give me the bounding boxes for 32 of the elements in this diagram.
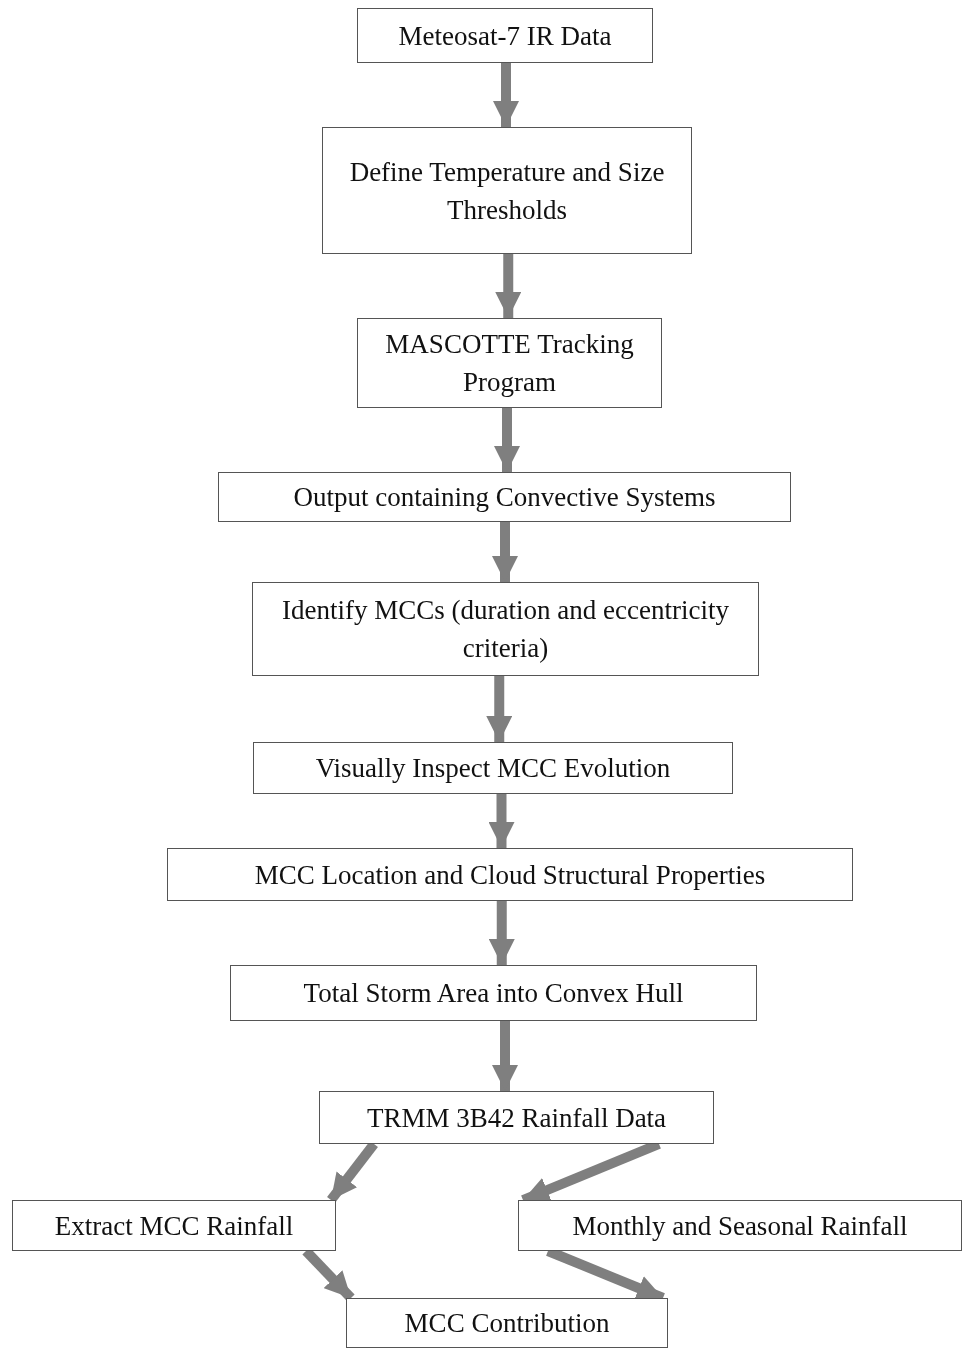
process-box — [357, 318, 662, 408]
arrow — [488, 901, 515, 965]
process-box — [230, 965, 757, 1021]
process-box — [518, 1200, 962, 1251]
box-label: Extract MCC Rainfall — [54, 1209, 294, 1243]
box-label: Meteosat-7 IR Data — [398, 19, 612, 53]
process-box — [319, 1091, 714, 1144]
process-box — [322, 127, 692, 254]
arrow — [492, 1021, 518, 1091]
box-label: MCC Contribution — [404, 1307, 610, 1340]
arrow — [488, 794, 515, 848]
box-label: Output containing Convective Systems — [293, 481, 716, 514]
box-label: Monthly and Seasonal Rainfall — [572, 1209, 908, 1243]
process-box — [357, 8, 653, 63]
process-box — [167, 848, 853, 901]
process-box — [253, 742, 733, 794]
process-box — [346, 1298, 668, 1348]
box-label: MASCOTTE Tracking Program — [384, 328, 635, 399]
arrow — [495, 254, 522, 318]
box-label: Define Temperature and Size Thresholds — [348, 155, 666, 227]
arrow — [494, 408, 520, 472]
box-label: TRMM 3B42 Rainfall Data — [366, 1101, 667, 1135]
box-label: Identify MCCs (duration and eccentricity criteria) — [281, 594, 730, 665]
process-box — [12, 1200, 336, 1251]
arrow — [492, 522, 518, 582]
box-label: Total Storm Area into Convex Hull — [303, 977, 684, 1010]
process-box — [218, 472, 791, 522]
process-box — [252, 582, 759, 676]
arrow — [486, 676, 513, 742]
box-label: MCC Location and Cloud Structural Properties — [254, 858, 766, 892]
arrow — [493, 63, 519, 127]
box-label: Visually Inspect MCC Evolution — [315, 752, 671, 785]
